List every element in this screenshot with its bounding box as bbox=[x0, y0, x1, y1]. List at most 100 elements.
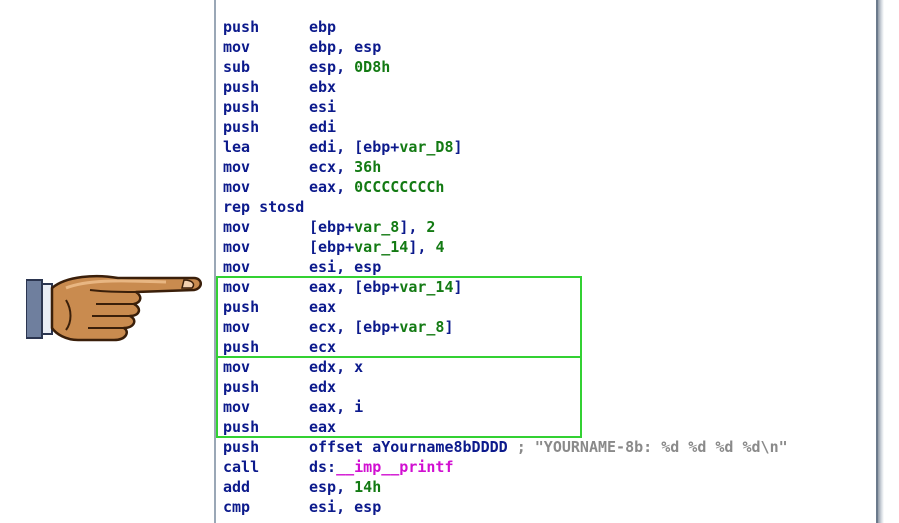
instruction-operands: esi, esp bbox=[309, 497, 381, 517]
operand-token: ] bbox=[453, 278, 463, 296]
instruction-operands: eax bbox=[309, 417, 336, 437]
instruction-operands: ebp bbox=[309, 17, 336, 37]
operand-token: edi bbox=[309, 118, 337, 136]
operand-token: var_D8 bbox=[399, 138, 454, 156]
operand-token: eax, bbox=[309, 178, 355, 196]
operand-token: ecx, [ebp+ bbox=[309, 318, 400, 336]
code-line[interactable]: push eax bbox=[223, 297, 873, 317]
instruction-mnemonic: mov bbox=[223, 398, 251, 416]
operand-token: ] bbox=[444, 318, 454, 336]
operand-token: ] bbox=[453, 138, 463, 156]
operand-token: ebx bbox=[309, 78, 337, 96]
operand-token: eax, [ebp+ bbox=[309, 278, 400, 296]
operand-token: offset aYourname8bDDDD bbox=[309, 438, 508, 456]
instruction-operands: offset aYourname8bDDDD ; "YOURNAME-8b: %… bbox=[309, 437, 788, 457]
instruction-mnemonic: push bbox=[223, 438, 260, 456]
instruction-operands: edi bbox=[309, 117, 336, 137]
instruction-operands: [ebp+var_8], 2 bbox=[309, 217, 435, 237]
code-line[interactable]: push offset aYourname8bDDDD ; "YOURNAME-8… bbox=[223, 437, 873, 457]
code-line[interactable]: push edi bbox=[223, 117, 873, 137]
operand-token: esi, esp bbox=[309, 258, 382, 276]
instruction-operands: esi bbox=[309, 97, 336, 117]
code-line[interactable]: mov [ebp+var_14], 4 bbox=[223, 237, 873, 257]
operand-token: 14h bbox=[354, 478, 382, 496]
panel-edge-shadow bbox=[878, 0, 884, 523]
code-line[interactable]: cmp esi, esp bbox=[223, 497, 873, 517]
code-line[interactable]: push esi bbox=[223, 97, 873, 117]
instruction-mnemonic: mov bbox=[223, 38, 251, 56]
instruction-mnemonic: lea bbox=[223, 138, 251, 156]
instruction-operands: eax, 0CCCCCCCCh bbox=[309, 177, 444, 197]
operand-token: edx bbox=[309, 378, 337, 396]
instruction-operands: edx bbox=[309, 377, 336, 397]
instruction-mnemonic: rep stosd bbox=[223, 198, 305, 216]
instruction-operands: esp, 0D8h bbox=[309, 57, 390, 77]
instruction-mnemonic: push bbox=[223, 298, 260, 316]
highlight-box bbox=[216, 356, 582, 438]
code-line[interactable]: push edx bbox=[223, 377, 873, 397]
operand-token: eax bbox=[309, 298, 337, 316]
operand-token: __imp__printf bbox=[336, 458, 454, 476]
operand-token: 0CCCCCCCCh bbox=[354, 178, 445, 196]
instruction-mnemonic: push bbox=[223, 98, 260, 116]
instruction-operands: ds:__imp__printf bbox=[309, 457, 454, 477]
instruction-mnemonic: mov bbox=[223, 158, 251, 176]
operand-token: esp, bbox=[309, 478, 355, 496]
instruction-mnemonic: push bbox=[223, 378, 260, 396]
instruction-mnemonic: push bbox=[223, 338, 260, 356]
operand-token: edx, x bbox=[309, 358, 364, 376]
operand-token: var_8 bbox=[354, 218, 400, 236]
code-line[interactable]: mov edx, x bbox=[223, 357, 873, 377]
instruction-operands: ebp, esp bbox=[309, 37, 381, 57]
code-line[interactable]: call ds:__imp__printf bbox=[223, 457, 873, 477]
code-line[interactable]: mov ecx, 36h bbox=[223, 157, 873, 177]
instruction-mnemonic: cmp bbox=[223, 498, 251, 516]
code-line[interactable]: mov[ebp+var_8], 2 bbox=[223, 217, 873, 237]
operand-token: var_8 bbox=[399, 318, 445, 336]
instruction-operands: esi, esp bbox=[309, 257, 381, 277]
instruction-operands: ecx, 36h bbox=[309, 157, 381, 177]
operand-token: 4 bbox=[435, 238, 445, 256]
operand-token: edi, [ebp+ bbox=[309, 138, 400, 156]
code-line[interactable]: mov eax, i bbox=[223, 397, 873, 417]
operand-token: ecx, bbox=[309, 158, 355, 176]
instruction-mnemonic: push bbox=[223, 18, 260, 36]
code-line[interactable]: push eax bbox=[223, 417, 873, 437]
operand-token: esp, bbox=[309, 58, 355, 76]
operand-token: ecx bbox=[309, 338, 337, 356]
operand-token: ], bbox=[399, 218, 427, 236]
instruction-mnemonic: mov bbox=[223, 358, 251, 376]
code-line[interactable]: mov ecx, [ebp+var_8] bbox=[223, 317, 873, 337]
code-line[interactable]: mov ebp, esp bbox=[223, 37, 873, 57]
operand-token: var_14 bbox=[354, 238, 409, 256]
instruction-mnemonic: mov bbox=[223, 238, 251, 256]
instruction-mnemonic: call bbox=[223, 458, 260, 476]
instruction-mnemonic: sub bbox=[223, 58, 251, 76]
instruction-operands: [ebp+var_14], 4 bbox=[309, 237, 444, 257]
instruction-mnemonic: mov bbox=[223, 258, 251, 276]
instruction-operands: ebx bbox=[309, 77, 336, 97]
instruction-operands: eax, i bbox=[309, 397, 363, 417]
instruction-mnemonic: push bbox=[223, 118, 260, 136]
code-line[interactable]: sub esp, 0D8h bbox=[223, 57, 873, 77]
instruction-mnemonic: push bbox=[223, 418, 260, 436]
instruction-operands: eax, [ebp+var_14] bbox=[309, 277, 463, 297]
operand-token: 2 bbox=[426, 218, 436, 236]
instruction-operands: edi, [ebp+var_D8] bbox=[309, 137, 463, 157]
code-line[interactable]: rep stosd bbox=[223, 197, 873, 217]
instruction-operands: esp, 14h bbox=[309, 477, 381, 497]
operand-token: ebp bbox=[309, 18, 337, 36]
highlight-box bbox=[216, 276, 582, 358]
code-line[interactable]: lea edi, [ebp+var_D8] bbox=[223, 137, 873, 157]
code-line[interactable]: push ebp bbox=[223, 17, 873, 37]
comment-text: ; "YOURNAME-8b: %d %d %d %d\n" bbox=[507, 438, 788, 456]
operand-token: [ebp+ bbox=[309, 238, 355, 256]
instruction-mnemonic: mov bbox=[223, 318, 251, 336]
code-line[interactable]: push ecx bbox=[223, 337, 873, 357]
code-line[interactable]: mov esi, esp bbox=[223, 257, 873, 277]
